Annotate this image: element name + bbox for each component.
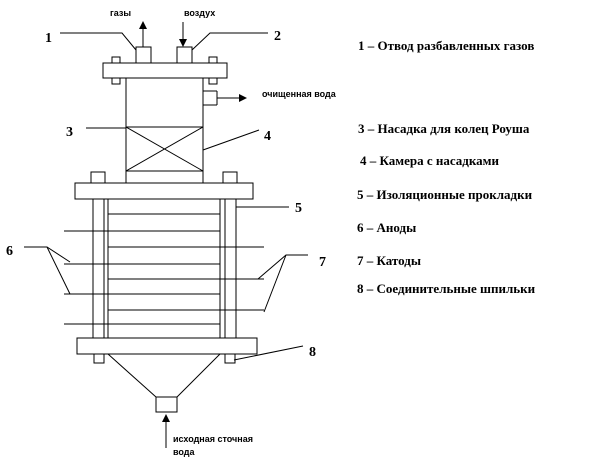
upper-body-flange bbox=[74, 182, 254, 200]
gas-outlet-nozzle bbox=[135, 46, 152, 64]
callout-6: 6 bbox=[6, 244, 13, 259]
bottom-cone bbox=[107, 353, 157, 398]
clean-water-label: очищенная вода bbox=[262, 89, 337, 99]
leader-2 bbox=[191, 32, 268, 51]
leader-7 bbox=[257, 254, 308, 280]
callout-5: 5 bbox=[295, 201, 302, 216]
packing-chamber bbox=[125, 77, 204, 184]
callout-4: 4 bbox=[264, 129, 271, 144]
legend-item-8: 8 – Соединительные шпильки bbox=[357, 281, 536, 296]
callout-1: 1 bbox=[45, 31, 52, 46]
bolt-head bbox=[93, 353, 105, 364]
leader-6 bbox=[46, 246, 71, 295]
inlet-water-label-line2: вода bbox=[173, 447, 196, 457]
legend-item-7: 7 – Катоды bbox=[357, 253, 421, 268]
legend-item-4: 4 – Камера с насадками bbox=[360, 153, 500, 168]
bolt-head bbox=[111, 56, 121, 64]
leader-7 bbox=[263, 254, 287, 313]
legend-item-3: 3 – Насадка для колец Роуша bbox=[358, 121, 530, 136]
leader-8 bbox=[233, 345, 304, 361]
leader-4 bbox=[202, 129, 260, 151]
callout-3: 3 bbox=[66, 125, 73, 140]
gases-label: газы bbox=[110, 8, 131, 18]
legend: 1 – Отвод разбавленных газов 3 – Насадка… bbox=[357, 38, 536, 296]
air-inlet-nozzle bbox=[176, 46, 193, 64]
callout-7: 7 bbox=[319, 255, 326, 270]
bolt-head bbox=[111, 77, 121, 85]
callout-8: 8 bbox=[309, 345, 316, 360]
callout-2: 2 bbox=[274, 29, 281, 44]
leader-1 bbox=[60, 32, 137, 51]
bottom-cone bbox=[176, 353, 221, 398]
top-flange bbox=[102, 62, 228, 79]
legend-item-6: 6 – Аноды bbox=[357, 220, 416, 235]
inlet-nozzle bbox=[155, 396, 178, 413]
bolt-head bbox=[90, 171, 106, 184]
legend-item-1: 1 – Отвод разбавленных газов bbox=[358, 38, 534, 53]
air-label: воздух bbox=[184, 8, 215, 18]
bolt-head bbox=[208, 56, 218, 64]
inlet-water-label-line1: исходная сточная bbox=[173, 434, 253, 444]
electrode-body bbox=[107, 198, 221, 339]
lower-body-flange bbox=[76, 337, 258, 355]
bolt-head bbox=[222, 171, 238, 184]
packing-cross bbox=[125, 126, 204, 172]
leader-6 bbox=[24, 246, 71, 263]
raschig-ring-packing bbox=[125, 126, 204, 172]
bolt-head bbox=[224, 353, 236, 364]
legend-item-5: 5 – Изоляционные прокладки bbox=[357, 187, 533, 202]
bolt-head bbox=[208, 77, 218, 85]
